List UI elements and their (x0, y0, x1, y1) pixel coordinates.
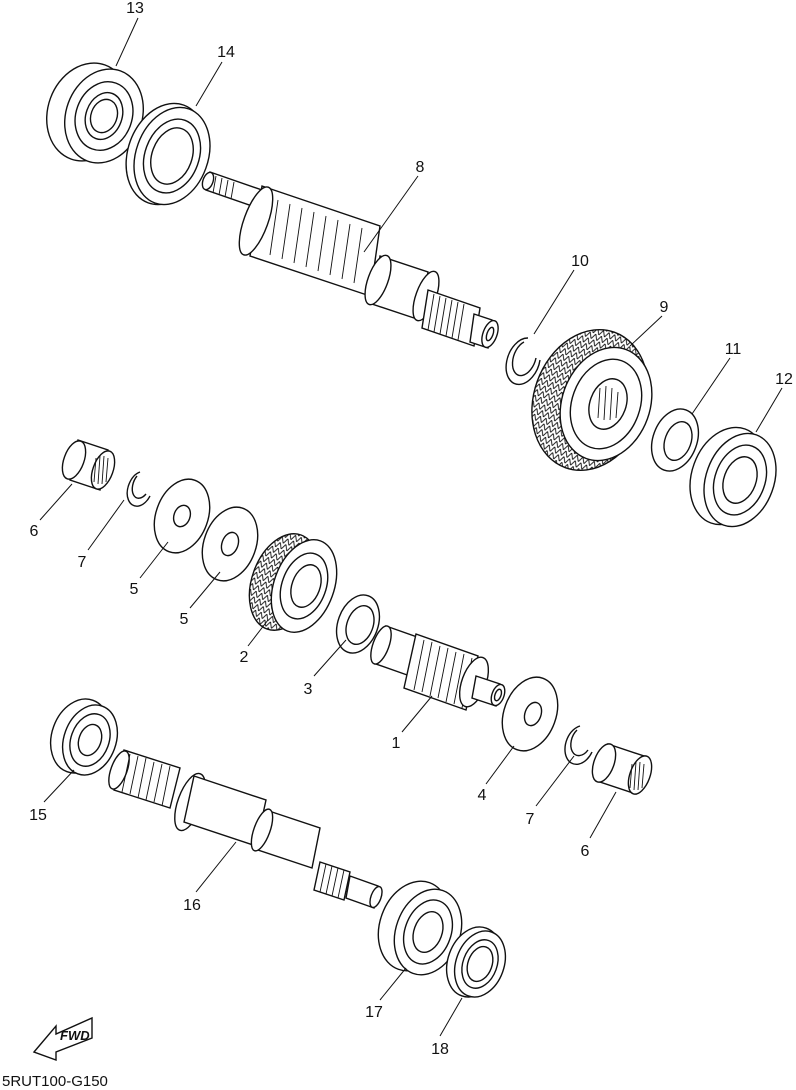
callouts: 13 14 8 10 9 11 12 6 7 5 5 2 3 1 4 7 6 1… (29, 0, 793, 1058)
callout-18: 18 (431, 1041, 449, 1058)
fwd-arrow-icon: FWD (32, 1016, 93, 1061)
pinion-shaft-1 (370, 625, 506, 711)
oil-seal-18 (445, 926, 507, 998)
callout-10: 10 (571, 253, 589, 270)
callout-13: 13 (126, 0, 144, 17)
callout-5-a: 5 (130, 581, 139, 598)
callout-8: 8 (416, 159, 425, 176)
drive-axle-16 (108, 749, 383, 909)
bearing-12 (689, 426, 777, 528)
callout-2: 2 (240, 649, 249, 666)
washer-4 (501, 676, 559, 752)
needle-bearing-6-upper (61, 439, 116, 491)
callout-15: 15 (29, 807, 47, 824)
callout-4: 4 (478, 787, 487, 804)
circlip-7-upper (126, 471, 151, 507)
needle-bearing-6-lower (591, 743, 653, 795)
callout-11: 11 (725, 341, 742, 358)
fwd-label: FWD (60, 1028, 90, 1043)
gear-2 (248, 533, 338, 633)
callout-6-upper: 6 (30, 523, 39, 540)
callout-16: 16 (183, 897, 201, 914)
callout-7-upper: 7 (78, 554, 87, 571)
main-axle-8 (201, 171, 499, 349)
leader-lines (39, 17, 783, 1037)
circlip-10 (505, 337, 541, 386)
washer-3 (335, 594, 381, 654)
callout-1: 1 (392, 735, 401, 752)
callout-17: 17 (365, 1004, 383, 1021)
washer-5-a (153, 478, 211, 554)
washer-11 (650, 408, 700, 472)
oil-seal-14 (125, 102, 211, 206)
washer-5-b (201, 506, 259, 582)
callout-5-b: 5 (180, 611, 189, 628)
callout-6-lower: 6 (581, 843, 590, 860)
diagram-code: 5RUT100-G150 (2, 1073, 108, 1090)
callout-14: 14 (217, 44, 235, 61)
bearing-17 (377, 880, 463, 976)
gear-9 (531, 328, 653, 472)
bearing-15 (49, 698, 119, 776)
callout-3: 3 (304, 681, 313, 698)
callout-7-lower: 7 (526, 811, 535, 828)
callout-9: 9 (660, 299, 669, 316)
callout-12: 12 (775, 371, 793, 388)
circlip-7-lower (564, 725, 593, 766)
